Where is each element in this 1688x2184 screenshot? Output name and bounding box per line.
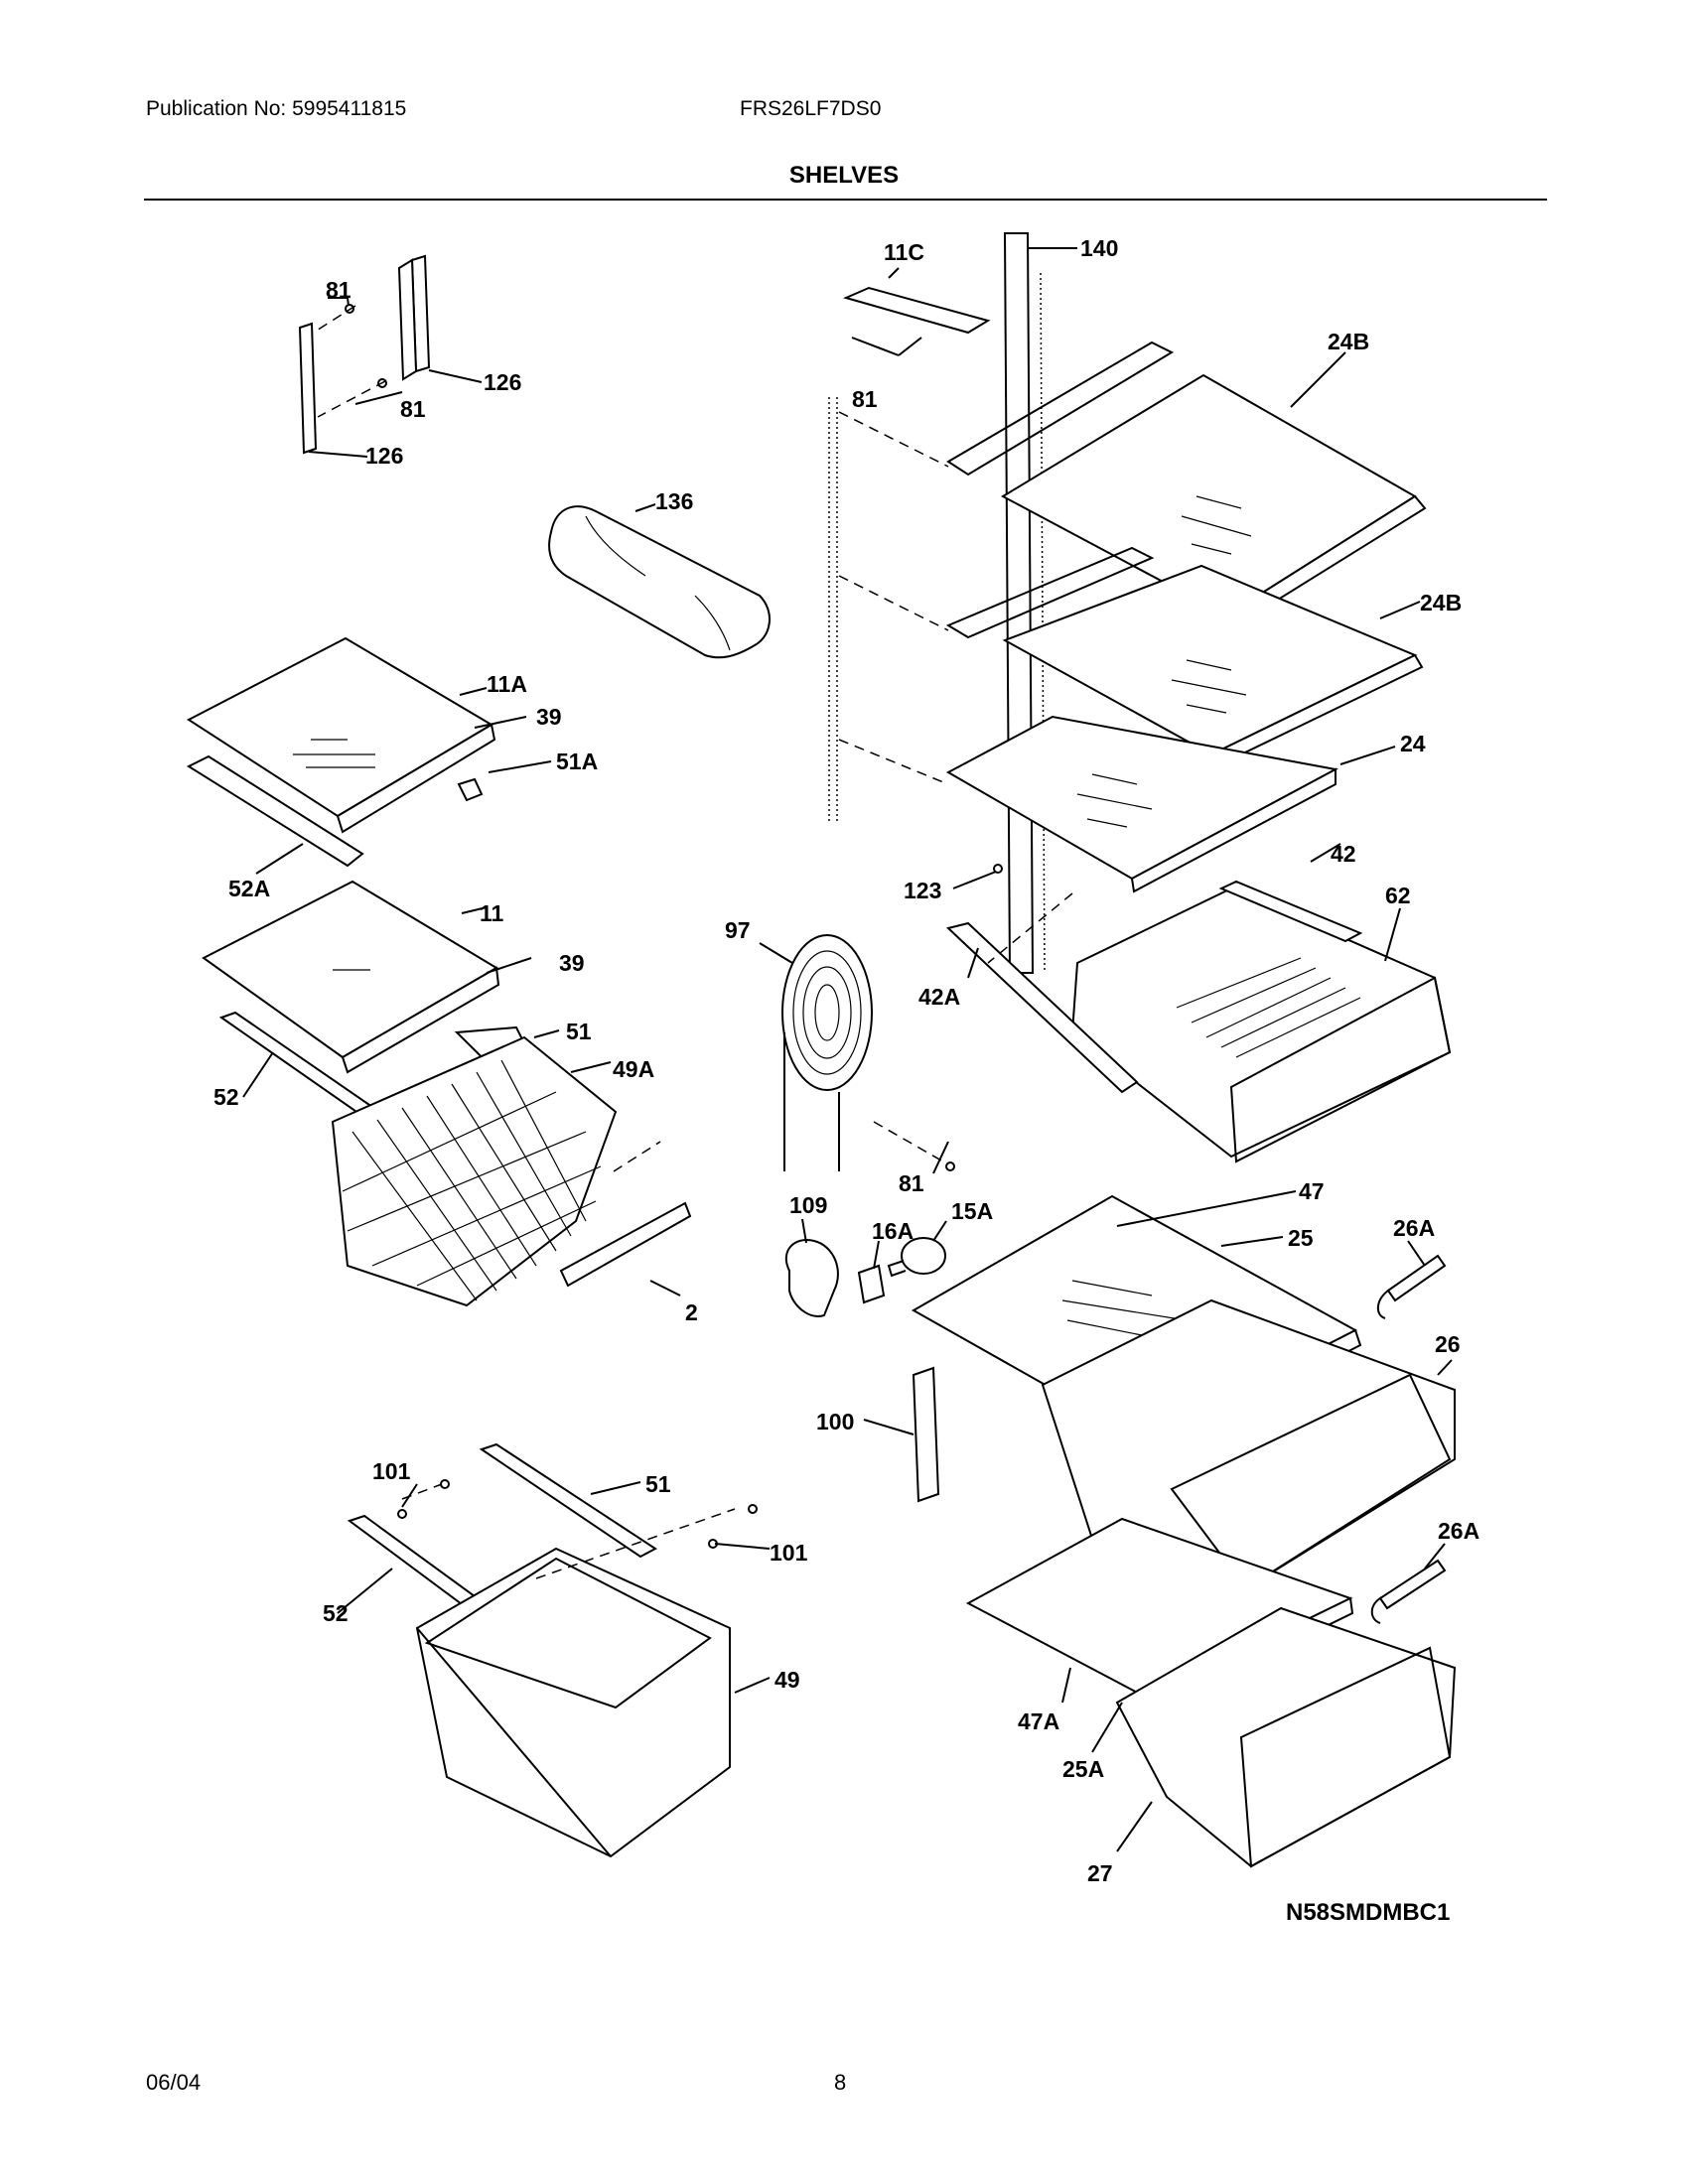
label-81-upper-left: 81: [326, 277, 352, 303]
label-26A-lower: 26A: [1438, 1518, 1479, 1544]
part-136: [548, 503, 772, 659]
label-24: 24: [1400, 731, 1426, 756]
callout-labels: 140 11C 81 24B 24B 24 123 42 62 42A 97 8…: [213, 235, 1479, 1886]
label-51-upper: 51: [566, 1019, 592, 1044]
label-24B-lower: 24B: [1420, 590, 1462, 615]
label-109: 109: [789, 1192, 827, 1218]
label-49: 49: [774, 1667, 800, 1693]
label-26: 26: [1435, 1331, 1461, 1357]
label-126-upper: 126: [484, 369, 521, 395]
rail-140-and-frame: [828, 232, 1077, 974]
label-11A: 11A: [487, 671, 527, 697]
shelf-24B-lower: [838, 546, 1424, 768]
label-52A: 52A: [228, 876, 270, 901]
label-126-lower: 126: [365, 443, 403, 469]
bracket-126-assembly: [298, 254, 483, 458]
page-number: 8: [834, 2070, 847, 2095]
title-rule: [144, 199, 1547, 201]
part-97-coil: [759, 934, 955, 1174]
label-39-lower: 39: [559, 950, 585, 976]
drawer-49-assembly: [337, 1442, 771, 1858]
publication-number: Publication No: 5995411815: [146, 97, 407, 120]
label-123: 123: [904, 878, 941, 903]
label-47A: 47A: [1018, 1708, 1059, 1734]
label-52-upper: 52: [213, 1084, 239, 1110]
label-101-right: 101: [770, 1540, 808, 1566]
label-81-middle: 81: [899, 1170, 924, 1196]
label-15A: 15A: [951, 1198, 993, 1224]
label-25A: 25A: [1062, 1756, 1104, 1782]
publication-date: 06/04: [146, 2070, 202, 2095]
diagram-code: N58SMDMBC1: [1286, 1899, 1451, 1926]
drawer-62-assembly: [945, 843, 1452, 1163]
label-51A: 51A: [556, 749, 598, 774]
label-42: 42: [1331, 841, 1356, 867]
label-81-top-right: 81: [852, 386, 878, 412]
label-136: 136: [655, 488, 693, 514]
label-25: 25: [1288, 1225, 1314, 1251]
page-title: SHELVES: [788, 162, 900, 189]
label-24B-upper: 24B: [1328, 329, 1369, 354]
label-140: 140: [1080, 235, 1118, 261]
label-62: 62: [1385, 883, 1411, 908]
label-97: 97: [725, 917, 751, 943]
shelf-24: [838, 715, 1396, 893]
model-number: FRS26LF7DS0: [740, 97, 882, 120]
label-51-lower: 51: [645, 1471, 671, 1497]
label-11C: 11C: [884, 239, 924, 265]
shelf-24B-upper: [838, 341, 1427, 629]
label-101-left: 101: [372, 1458, 411, 1484]
label-81-lower-left: 81: [400, 396, 426, 422]
light-assembly: [784, 1218, 947, 1317]
label-16A: 16A: [872, 1218, 914, 1244]
label-52-lower: 52: [323, 1600, 349, 1626]
crisper-lower-assembly: [965, 1517, 1457, 1868]
shelf-11A-assembly: [186, 636, 552, 875]
label-42A: 42A: [918, 984, 960, 1010]
label-47: 47: [1299, 1178, 1325, 1204]
shelf-11-basket-49A-assembly: [202, 880, 692, 1307]
label-49A: 49A: [613, 1056, 654, 1082]
crisper-upper-assembly: [863, 1190, 1456, 1590]
label-26A-upper: 26A: [1393, 1215, 1435, 1241]
label-39-upper: 39: [536, 704, 562, 730]
label-11: 11: [480, 900, 504, 926]
label-27: 27: [1087, 1860, 1113, 1886]
label-100: 100: [816, 1409, 854, 1434]
label-2: 2: [685, 1299, 698, 1325]
